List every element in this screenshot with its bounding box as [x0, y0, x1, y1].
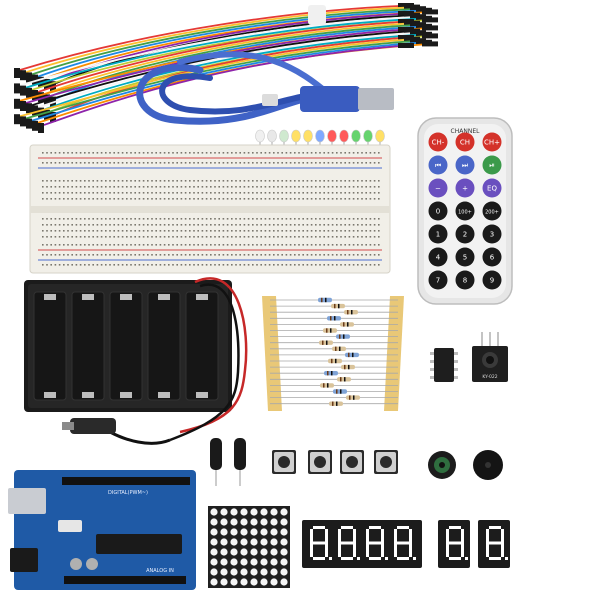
remote-button-label: ⏯ [489, 162, 495, 170]
remote-button [455, 132, 475, 152]
usb-connector-body [300, 86, 360, 112]
dc-jack [10, 548, 38, 572]
remote-button [482, 201, 502, 221]
remote-button-label: + [462, 185, 468, 193]
remote-header-label: CHANNEL [451, 128, 481, 135]
remote-button-label: CH+ [484, 139, 500, 147]
remote-button-label: 8 [463, 277, 467, 285]
microcontroller-chip [96, 534, 182, 554]
arduino-board: DIGITAL(PWM~) ANALOG IN [8, 470, 196, 590]
led-row [255, 129, 385, 152]
remote-button [428, 178, 448, 198]
remote-button [482, 178, 502, 198]
remote-button-label: EQ [487, 185, 497, 193]
remote-button [428, 132, 448, 152]
ir-receiver-module: KY-022 [472, 332, 508, 382]
remote-button-grid: CH- CH CH+ ⏮ ⏭ ⏯ − + EQ 0 100+ 200+ 1 2 3 4 5 6 7 8 9 [428, 132, 502, 290]
remote-button [428, 270, 448, 290]
breadboard-holes [42, 152, 380, 266]
tactile-buttons [272, 450, 398, 474]
remote-button [482, 247, 502, 267]
remote-button-label: CH [460, 139, 470, 147]
remote-button [455, 155, 475, 175]
usb-cable [136, 51, 394, 125]
remote-button-label: 6 [490, 254, 495, 262]
remote-button [428, 247, 448, 267]
usb-b-port [8, 488, 46, 514]
resistors [270, 297, 398, 406]
remote-button [482, 155, 502, 175]
remote-button [455, 224, 475, 244]
remote-button [455, 201, 475, 221]
remote-button [482, 132, 502, 152]
arduino-analog-label: ANALOG IN [146, 568, 174, 574]
led-matrix [208, 506, 290, 588]
remote-button-label: 200+ [485, 210, 499, 216]
remote-button-label: 5 [463, 254, 467, 262]
arduino-digital-label: DIGITAL(PWM~) [108, 490, 148, 496]
seven-segment-displays [302, 520, 510, 568]
remote-button-label: 3 [490, 231, 494, 239]
remote-button-label: ⏮ [435, 162, 441, 170]
usb-plug [358, 88, 394, 110]
remote-button [428, 155, 448, 175]
ir-remote: CHANNEL CH- CH CH+ ⏮ ⏭ ⏯ − + EQ 0 100+ 200+ 1 2 3 4 5 6 7 8… [417, 117, 513, 305]
remote-button [455, 178, 475, 198]
remote-button-label: 2 [463, 231, 467, 239]
remote-button-label: CH- [432, 139, 445, 147]
ir-receiver-label: KY-022 [482, 374, 497, 380]
ic-chip [430, 348, 458, 382]
breadboard [29, 144, 391, 274]
remote-button [455, 270, 475, 290]
remote-button-label: ⏭ [462, 162, 469, 170]
remote-button [455, 247, 475, 267]
remote-button-label: 9 [490, 277, 494, 285]
capacitors [210, 438, 246, 486]
remote-button-label: 4 [436, 254, 441, 262]
remote-button [482, 224, 502, 244]
buzzers [428, 450, 503, 480]
battery-slots [33, 291, 219, 401]
remote-button-label: 0 [436, 208, 440, 216]
remote-button-label: − [435, 185, 441, 193]
dc-barrel-plug [70, 418, 116, 434]
resistor-strip [262, 296, 404, 411]
remote-button [428, 201, 448, 221]
remote-button-label: 1 [436, 231, 440, 239]
remote-button [482, 270, 502, 290]
remote-button-label: 100+ [458, 210, 472, 216]
remote-button-label: 7 [436, 277, 440, 285]
battery-holder [24, 277, 248, 445]
remote-button [428, 224, 448, 244]
